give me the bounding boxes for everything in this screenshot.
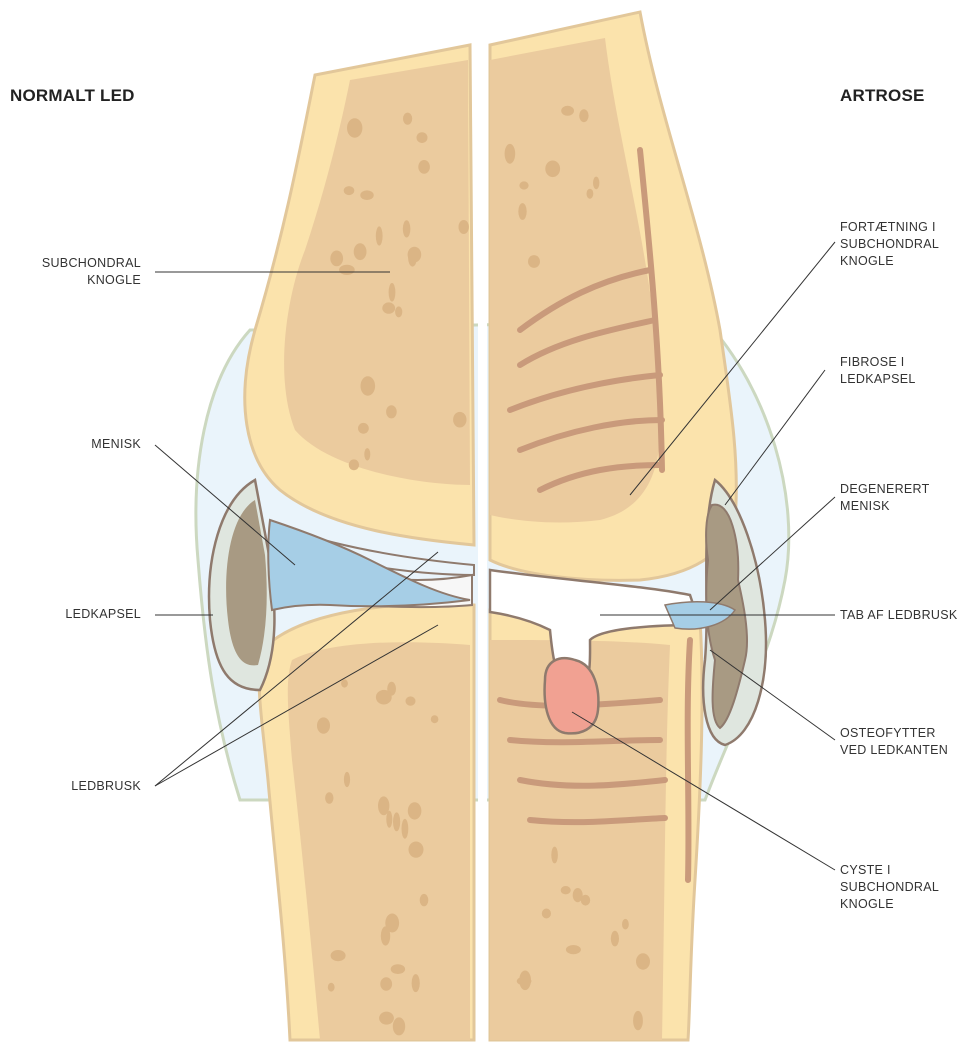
bone-cavity <box>406 696 416 705</box>
bone-cavity <box>393 1017 405 1035</box>
bone-cavity <box>360 190 373 200</box>
bone-cavity <box>391 964 405 974</box>
bone-cavity <box>385 914 399 933</box>
label-tab-af-ledbrusk: TAB AF LEDBRUSK <box>840 607 958 624</box>
bone-cavity <box>317 717 330 733</box>
label-ledbrusk: LEDBRUSK <box>71 778 141 795</box>
bone-cavity <box>403 113 412 125</box>
bone-cavity <box>364 448 370 460</box>
bone-cavity <box>593 177 599 190</box>
bone-cavity <box>347 118 362 138</box>
bone-cavity <box>389 283 396 302</box>
bone-cavity <box>431 715 439 723</box>
bone-cavity <box>579 109 588 122</box>
bone-cavity <box>358 423 369 434</box>
bone-cavity <box>551 847 558 864</box>
bone-cavity <box>403 220 411 237</box>
bone-cavity <box>561 106 574 116</box>
bone-cavity <box>380 977 392 991</box>
label-ledkapsel: LEDKAPSEL <box>65 606 141 623</box>
bone-cavity <box>325 792 333 804</box>
bone-cavity <box>402 819 409 839</box>
label-degenereret-menisk: DEGENERERT MENISK <box>840 481 930 515</box>
bone-cavity <box>417 132 428 143</box>
bone-cavity <box>633 1011 643 1030</box>
bone-cavity <box>344 186 355 195</box>
bone-cavity <box>505 144 516 164</box>
bone-cavity <box>418 160 430 174</box>
bone-cavity <box>330 251 343 267</box>
bone-cavity <box>611 931 619 947</box>
bone-cavity <box>409 842 424 858</box>
bone-cavity <box>393 812 400 831</box>
bone-cavity <box>386 811 392 828</box>
title-normal: NORMALT LED <box>10 86 135 106</box>
bone-cavity <box>386 405 397 418</box>
bone-cavity <box>622 919 629 930</box>
bone-cavity <box>566 945 581 954</box>
bone-cavity <box>561 886 571 894</box>
bone-cavity <box>349 459 359 470</box>
bone-cavity <box>453 412 466 428</box>
subchondral-cyst <box>545 658 599 733</box>
label-subchondral-knogle: SUBCHONDRAL KNOGLE <box>42 255 141 289</box>
label-fibrose: FIBROSE I LEDKAPSEL <box>840 354 916 388</box>
bone-cavity <box>420 894 429 906</box>
bone-cavity <box>354 243 367 260</box>
bone-cavity <box>581 895 590 906</box>
bone-cavity <box>545 161 560 178</box>
bone-cavity <box>328 983 335 992</box>
bone-cavity <box>361 376 376 396</box>
bone-cavity <box>382 302 395 313</box>
bone-cavity <box>376 690 392 705</box>
bone-cavity <box>331 950 346 961</box>
bone-cavity <box>344 772 350 787</box>
bone-cavity <box>339 265 355 275</box>
bone-cavity <box>519 971 531 991</box>
label-cyste: CYSTE I SUBCHONDRAL KNOGLE <box>840 862 939 913</box>
label-fortaetning: FORTÆTNING I SUBCHONDRAL KNOGLE <box>840 219 939 270</box>
bone-cavity <box>408 802 422 819</box>
bone-cavity <box>636 953 650 969</box>
bone-cavity <box>378 796 389 815</box>
bone-cavity <box>518 203 526 220</box>
title-artrose: ARTROSE <box>840 86 925 106</box>
label-menisk: MENISK <box>91 436 141 453</box>
label-osteofytter: OSTEOFYTTER VED LEDKANTEN <box>840 725 948 759</box>
bone-cavity <box>379 1012 394 1025</box>
bone-cavity <box>519 181 528 189</box>
bone-cavity <box>341 679 348 687</box>
bone-cavity <box>459 220 469 234</box>
bone-cavity <box>395 306 402 317</box>
center-divider <box>478 40 487 1043</box>
bone-cavity <box>542 909 551 919</box>
bone-cavity <box>528 255 540 268</box>
bone-cavity <box>587 189 594 199</box>
bone-cavity <box>412 974 420 992</box>
bone-cavity <box>408 247 422 263</box>
bone-cavity <box>376 226 383 245</box>
